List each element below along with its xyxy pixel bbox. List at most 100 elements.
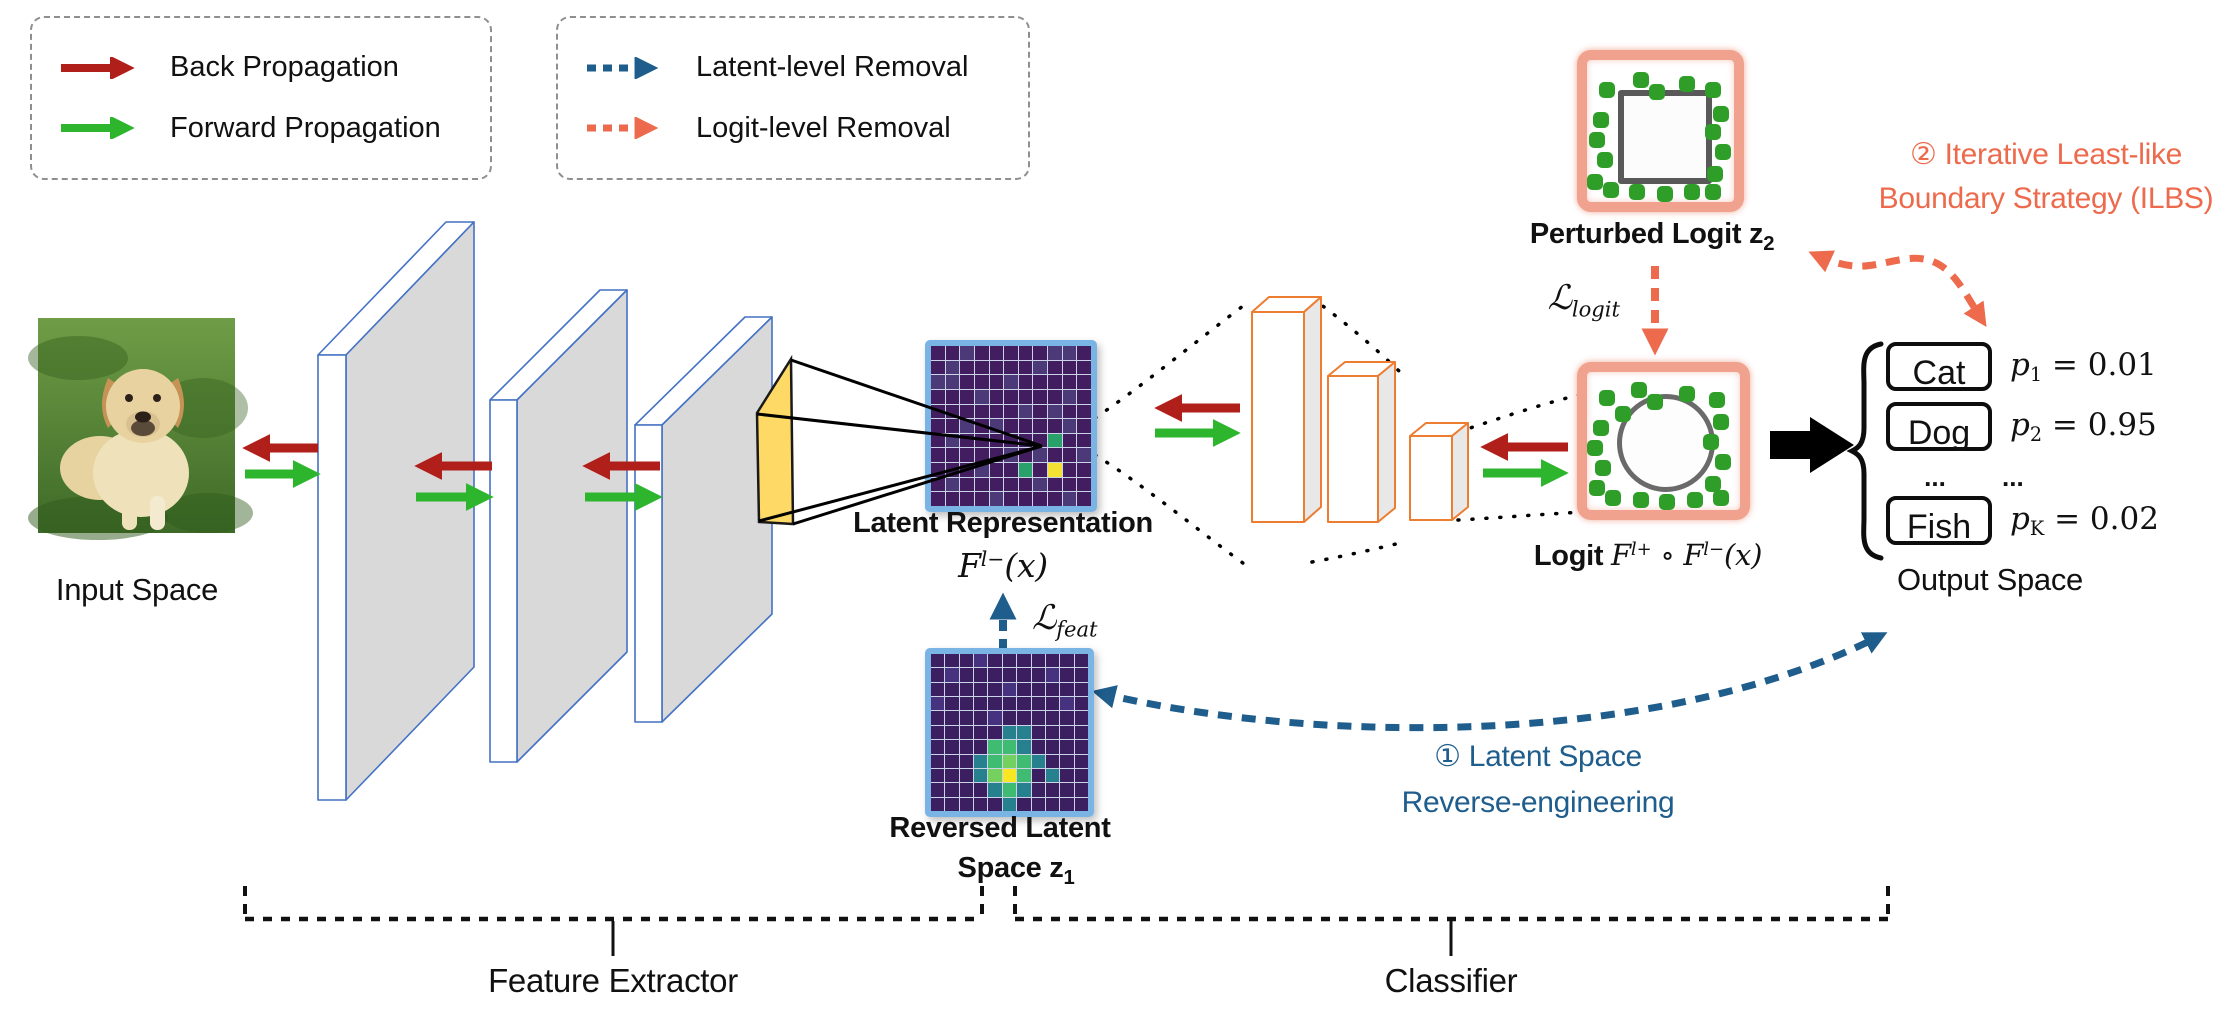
heatmap-cell (1033, 389, 1048, 404)
heatmap-cell (1048, 477, 1062, 492)
legend-forward-propagation: Forward Propagation (32, 112, 490, 145)
heatmap-cell (931, 697, 945, 711)
heatmap-cell (1031, 797, 1045, 811)
heatmap-cell (1048, 346, 1062, 360)
logit-to-output-arrow-icon (1770, 417, 1854, 473)
green-logit-dot (1589, 480, 1605, 496)
heatmap-cell (974, 346, 989, 360)
heatmap-cell (959, 783, 974, 797)
heatmap-cell (974, 682, 988, 697)
class-box: Fish (1886, 496, 1992, 545)
heatmap-cell (974, 389, 989, 404)
green-logit-dot (1684, 184, 1700, 200)
green-logit-dot (1615, 406, 1631, 422)
heatmap-cell (931, 375, 945, 389)
green-logit-dot (1709, 392, 1725, 408)
ilbs-annotation-line1: ② Iterative Least-like (1909, 138, 2183, 171)
heatmap-cell (1002, 754, 1017, 768)
output-brace (1846, 341, 1884, 561)
heatmap-cell (1045, 711, 1060, 725)
green-logit-dot (1659, 494, 1675, 510)
green-logit-dot (1687, 492, 1703, 508)
heatmap-cell (1017, 768, 1031, 783)
ellipsis: ... (2002, 462, 2024, 492)
input-space-label: Input Space (55, 572, 219, 607)
heatmap-cell (1077, 375, 1091, 389)
green-logit-dot (1713, 414, 1729, 430)
legend-label: Back Propagation (170, 51, 399, 84)
heatmap-cell (1033, 404, 1048, 419)
math-F: F (958, 546, 981, 585)
heatmap-cell (974, 768, 988, 783)
heatmap-cell (1031, 768, 1045, 783)
heatmap-cell (1074, 783, 1088, 797)
heatmap-cell (960, 360, 974, 375)
math-F: F (1683, 538, 1704, 572)
heatmap-cell (1031, 697, 1045, 711)
propagation-legend: Back Propagation Forward Propagation (30, 16, 492, 180)
heatmap-cell (1033, 477, 1048, 492)
heatmap-cell (1031, 711, 1045, 725)
heatmap-cell (1077, 433, 1091, 448)
green-logit-dot (1707, 166, 1723, 182)
heatmap-cell (974, 448, 989, 463)
heatmap-cell (1017, 754, 1031, 768)
heatmap-cell (1045, 668, 1060, 682)
heatmap-cell (1017, 668, 1031, 682)
green-logit-dot (1587, 440, 1603, 456)
heatmap-cell (1045, 725, 1060, 740)
heatmap-cell (1045, 682, 1060, 697)
heatmap-cell (945, 797, 959, 811)
heatmap-cell (1048, 375, 1062, 389)
heatmap-cell (945, 668, 959, 682)
heatmap-cell (959, 682, 974, 697)
heatmap-cell (1060, 654, 1074, 668)
latent-reverse-annotation-line1: ① Latent Space (1434, 740, 1642, 773)
heatmap-cell (1002, 725, 1017, 740)
heatmap-cell (945, 346, 960, 360)
output-space-label: Output Space (1897, 562, 2083, 597)
heatmap-cell (945, 740, 959, 754)
heatmap-cell (1045, 697, 1060, 711)
heatmap-cell (974, 463, 989, 477)
heatmap-cell (1017, 654, 1031, 668)
z-symbol: z (1049, 852, 1064, 884)
heatmap-cell (1074, 682, 1088, 697)
heatmap-cell (1048, 433, 1062, 448)
heatmap-cell (989, 433, 1004, 448)
math-F: F (1610, 538, 1631, 572)
green-logit-dot (1679, 386, 1695, 402)
output-row-ellipsis: ... ... (1886, 462, 2159, 492)
logit-removal-dashed-arrow-icon (587, 117, 659, 140)
heatmap-cell (1002, 711, 1017, 725)
heatmap-cell (1077, 389, 1091, 404)
heatmap-cell (1060, 711, 1074, 725)
heatmap-cell (1004, 433, 1018, 448)
heatmap-cell (945, 697, 959, 711)
heatmap-cell (1033, 346, 1048, 360)
class-name: Dog (1907, 414, 1971, 453)
script-L: ℒ (1032, 598, 1057, 638)
heatmap-cell (988, 725, 1002, 740)
heatmap-cell (974, 492, 989, 506)
heatmap-cell (945, 492, 960, 506)
green-logit-dot (1647, 394, 1663, 410)
logit-label: Logit Fl+ ∘ Fl−(x) (1534, 538, 1763, 573)
green-logit-dot (1631, 382, 1647, 398)
heatmap-cell (974, 360, 989, 375)
class-name: Fish (1906, 508, 1972, 547)
heatmap-cell (1077, 419, 1091, 433)
back-propagation-arrow-icon (61, 56, 135, 79)
green-logit-dot (1587, 174, 1603, 190)
heatmap-cell (931, 492, 945, 506)
green-logit-dot (1593, 420, 1609, 436)
heatmap-cell (1077, 346, 1091, 360)
heatmap-cell (945, 433, 960, 448)
heatmap-cell (945, 725, 959, 740)
heatmap-cell (1004, 448, 1018, 463)
ilbs-curved-arrow-icon (1808, 250, 1987, 327)
heatmap-cell (931, 477, 945, 492)
feat-loss-label: ℒfeat (1032, 598, 1098, 641)
heatmap-cell (960, 477, 974, 492)
forward-propagation-arrow-icon (245, 419, 1569, 511)
